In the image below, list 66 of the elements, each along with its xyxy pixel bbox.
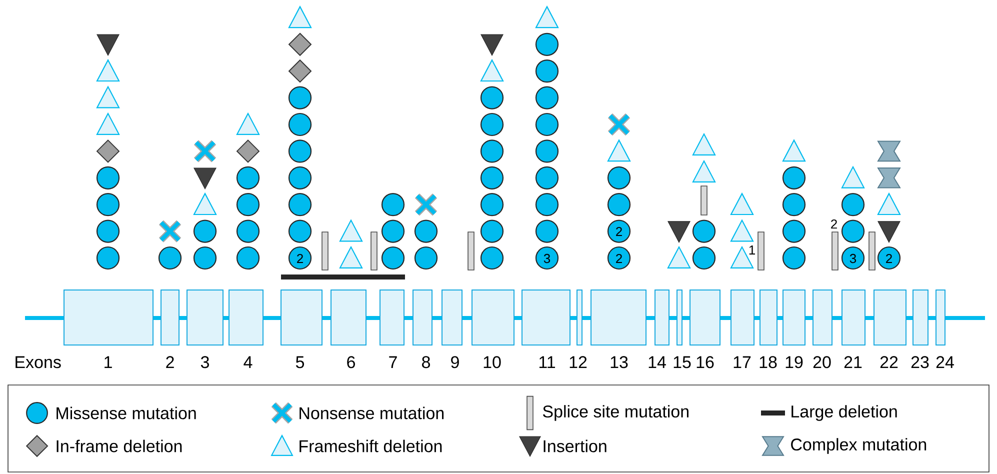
exon-number: 5 bbox=[296, 356, 304, 368]
exon-number: 16 bbox=[696, 356, 714, 368]
exon-number: 8 bbox=[422, 356, 430, 368]
gene-line bbox=[670, 316, 676, 320]
exon-number: 2 bbox=[166, 356, 174, 368]
gene-line bbox=[778, 316, 782, 320]
count-number: 2 bbox=[616, 254, 622, 264]
exon-number: 19 bbox=[786, 356, 803, 368]
gene-line bbox=[682, 316, 690, 320]
legend-label: Large deletion bbox=[792, 405, 897, 421]
exon-number: 6 bbox=[347, 356, 355, 368]
gene-line bbox=[720, 316, 730, 320]
gene-line bbox=[646, 316, 654, 320]
gene-line bbox=[906, 316, 912, 320]
legend-label: Nonsense mutation bbox=[300, 406, 444, 420]
gene-line bbox=[514, 316, 522, 320]
gene-line bbox=[366, 316, 380, 320]
exon-number: 23 bbox=[911, 356, 929, 368]
exon-number: 20 bbox=[813, 356, 831, 368]
gene-line bbox=[224, 316, 228, 320]
legend-label: Complex mutation bbox=[791, 438, 926, 454]
exon-number: 12 bbox=[570, 356, 587, 368]
gene-line bbox=[866, 316, 874, 320]
exon-number: 3 bbox=[200, 356, 209, 368]
gene-line bbox=[154, 316, 160, 320]
gene-line bbox=[25, 316, 64, 320]
gene-line bbox=[264, 316, 280, 320]
count-number: 2 bbox=[831, 219, 837, 229]
exon-number: 22 bbox=[880, 356, 898, 368]
exon-number: 24 bbox=[936, 356, 954, 368]
exon-number: 11 bbox=[539, 356, 555, 368]
exon-number: 13 bbox=[610, 356, 628, 368]
exon-number: 18 bbox=[760, 356, 777, 368]
gene-line bbox=[322, 316, 330, 320]
exon-number: 14 bbox=[648, 356, 666, 368]
exon-number: 4 bbox=[244, 356, 252, 368]
gene-line bbox=[404, 316, 412, 320]
exon-number: 17 bbox=[734, 356, 751, 368]
count-number: 1 bbox=[749, 246, 755, 254]
count-number: 2 bbox=[297, 254, 303, 264]
legend-label: Insertion bbox=[544, 440, 606, 452]
axis-label: Exons bbox=[16, 356, 61, 368]
gene-line bbox=[754, 316, 760, 320]
gene-line bbox=[928, 316, 936, 320]
gene-line bbox=[462, 316, 472, 320]
gene-line bbox=[832, 316, 842, 320]
gene-line bbox=[806, 316, 812, 320]
exon-number: 15 bbox=[674, 356, 691, 368]
exon-number: 7 bbox=[389, 356, 397, 368]
legend-label: Frameshift deletion bbox=[300, 440, 442, 452]
gene-line bbox=[582, 316, 590, 320]
count-number: 3 bbox=[850, 254, 856, 264]
exon-number: 9 bbox=[451, 356, 459, 368]
gene-line bbox=[570, 316, 576, 320]
gene-line bbox=[432, 316, 442, 320]
gene-line bbox=[946, 316, 985, 320]
gene-line bbox=[180, 316, 186, 320]
count-number: 2 bbox=[616, 226, 622, 236]
count-number: 2 bbox=[886, 254, 892, 264]
count-number: 3 bbox=[544, 254, 550, 264]
legend-label: In-frame deletion bbox=[56, 440, 182, 452]
legend-label: Missense mutation bbox=[56, 406, 196, 420]
exon-number: 1 bbox=[104, 356, 112, 368]
exon-number: 10 bbox=[484, 356, 501, 368]
exon-number: 21 bbox=[844, 356, 862, 368]
legend-label: Splice site mutation bbox=[542, 405, 688, 421]
